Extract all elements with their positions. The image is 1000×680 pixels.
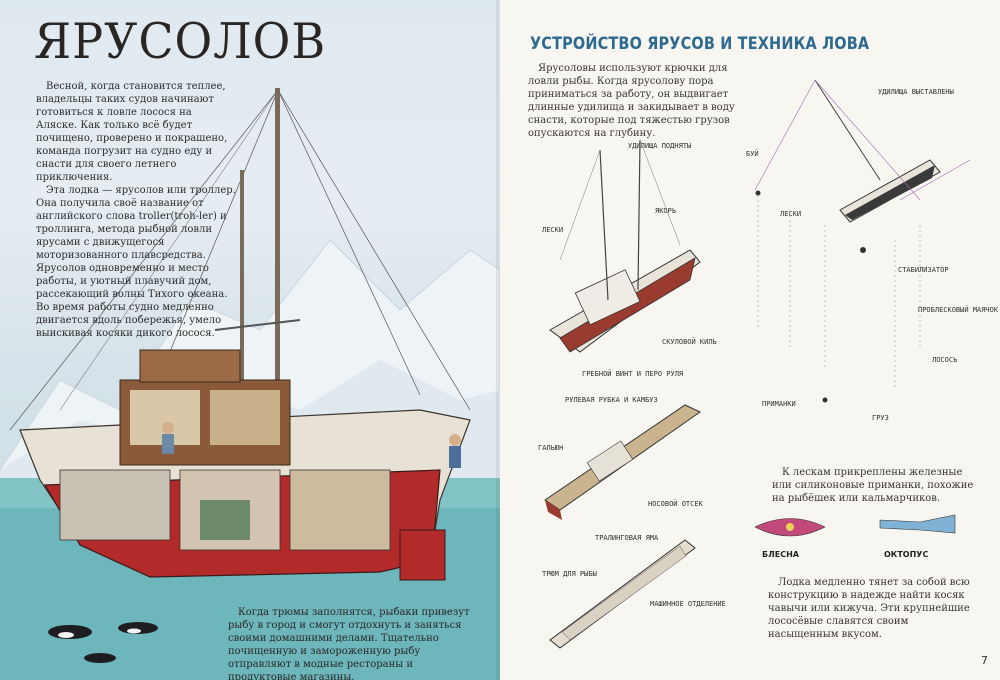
label-lines-2: ЛЕСКИ <box>780 210 802 218</box>
label-wheelhouse: РУЛЕВАЯ РУБКА И КАМБУЗ <box>565 396 658 404</box>
lure-spoon-drawing <box>754 518 826 537</box>
outro-text: Когда трюмы заполнятся, рыбаки привезут … <box>228 607 470 680</box>
intro-text: Весной, когда становится теплее, владель… <box>36 80 236 340</box>
boat-rods-extended-drawing <box>754 79 971 403</box>
label-engine-room: МАШИННОЕ ОТДЕЛЕНИЕ <box>650 600 726 608</box>
label-lures: ПРИМАНКИ <box>762 400 796 408</box>
label-weight: ГРУЗ <box>872 414 889 422</box>
label-propeller: ГРЕБНОЙ ВИНТ И ПЕРО РУЛЯ <box>582 370 684 378</box>
label-rods-raised: УДИЛИЩА ПОДНЯТЫ <box>628 142 692 150</box>
label-bilge-keel: СКУЛОВОЙ КИЛЬ <box>662 338 717 346</box>
troller-cutaway-illustration <box>0 88 500 680</box>
left-page: ЯРУСОЛОВ Весной, когда становится теплее… <box>0 0 500 680</box>
lure-octopus-drawing <box>879 514 956 534</box>
label-buoy: БУЙ <box>746 150 759 158</box>
label-galley: ГАЛЬЮН <box>538 444 564 452</box>
boat-hull-interior-drawing <box>549 539 696 649</box>
label-stabilizer: СТАБИЛИЗАТОР <box>898 266 949 274</box>
page-number: 7 <box>981 654 988 667</box>
label-rods-extended: УДИЛИЩА ВЫСТАВЛЕНЫ <box>878 88 954 96</box>
page-title: ЯРУСОЛОВ <box>34 12 327 70</box>
label-fish-hold: ТРЮМ ДЛЯ РЫБЫ <box>542 570 597 578</box>
rigging-text: Ярусоловы используют крючки для ловли ры… <box>528 63 735 139</box>
label-anchor: ЯКОРЬ <box>655 207 677 215</box>
label-trawl-hold: ТРАЛИНГОВАЯ ЯМА <box>595 534 659 542</box>
boat-rods-raised-drawing <box>549 139 701 353</box>
intro-paragraph-1: Весной, когда становится теплее, владель… <box>36 81 228 183</box>
label-spoon: БЛЕСНА <box>762 550 799 559</box>
label-lines: ЛЕСКИ <box>542 226 564 234</box>
label-bow: НОСОВОЙ ОТСЕК <box>648 500 703 508</box>
label-salmon: ЛОСОСЬ <box>932 356 958 364</box>
towing-text: Лодка медленно тянет за собой всю констр… <box>768 577 970 640</box>
intro-paragraph-2: Эта лодка — ярусолов или троллер. Она по… <box>36 185 236 339</box>
label-flasher: ПРОБЛЕСКОВЫЙ МАЯЧОК <box>918 306 999 314</box>
section-title: УСТРОЙСТВО ЯРУСОВ И ТЕХНИКА ЛОВА <box>530 34 870 54</box>
label-octopus: ОКТОПУС <box>884 550 929 559</box>
rigging-diagrams <box>544 79 971 649</box>
lures-text: К лескам прикреплены железные или силико… <box>772 467 974 504</box>
boat-top-view-drawing <box>544 404 701 520</box>
right-page: УСТРОЙСТВО ЯРУСОВ И ТЕХНИКА ЛОВА Ярусоло… <box>500 0 1000 680</box>
